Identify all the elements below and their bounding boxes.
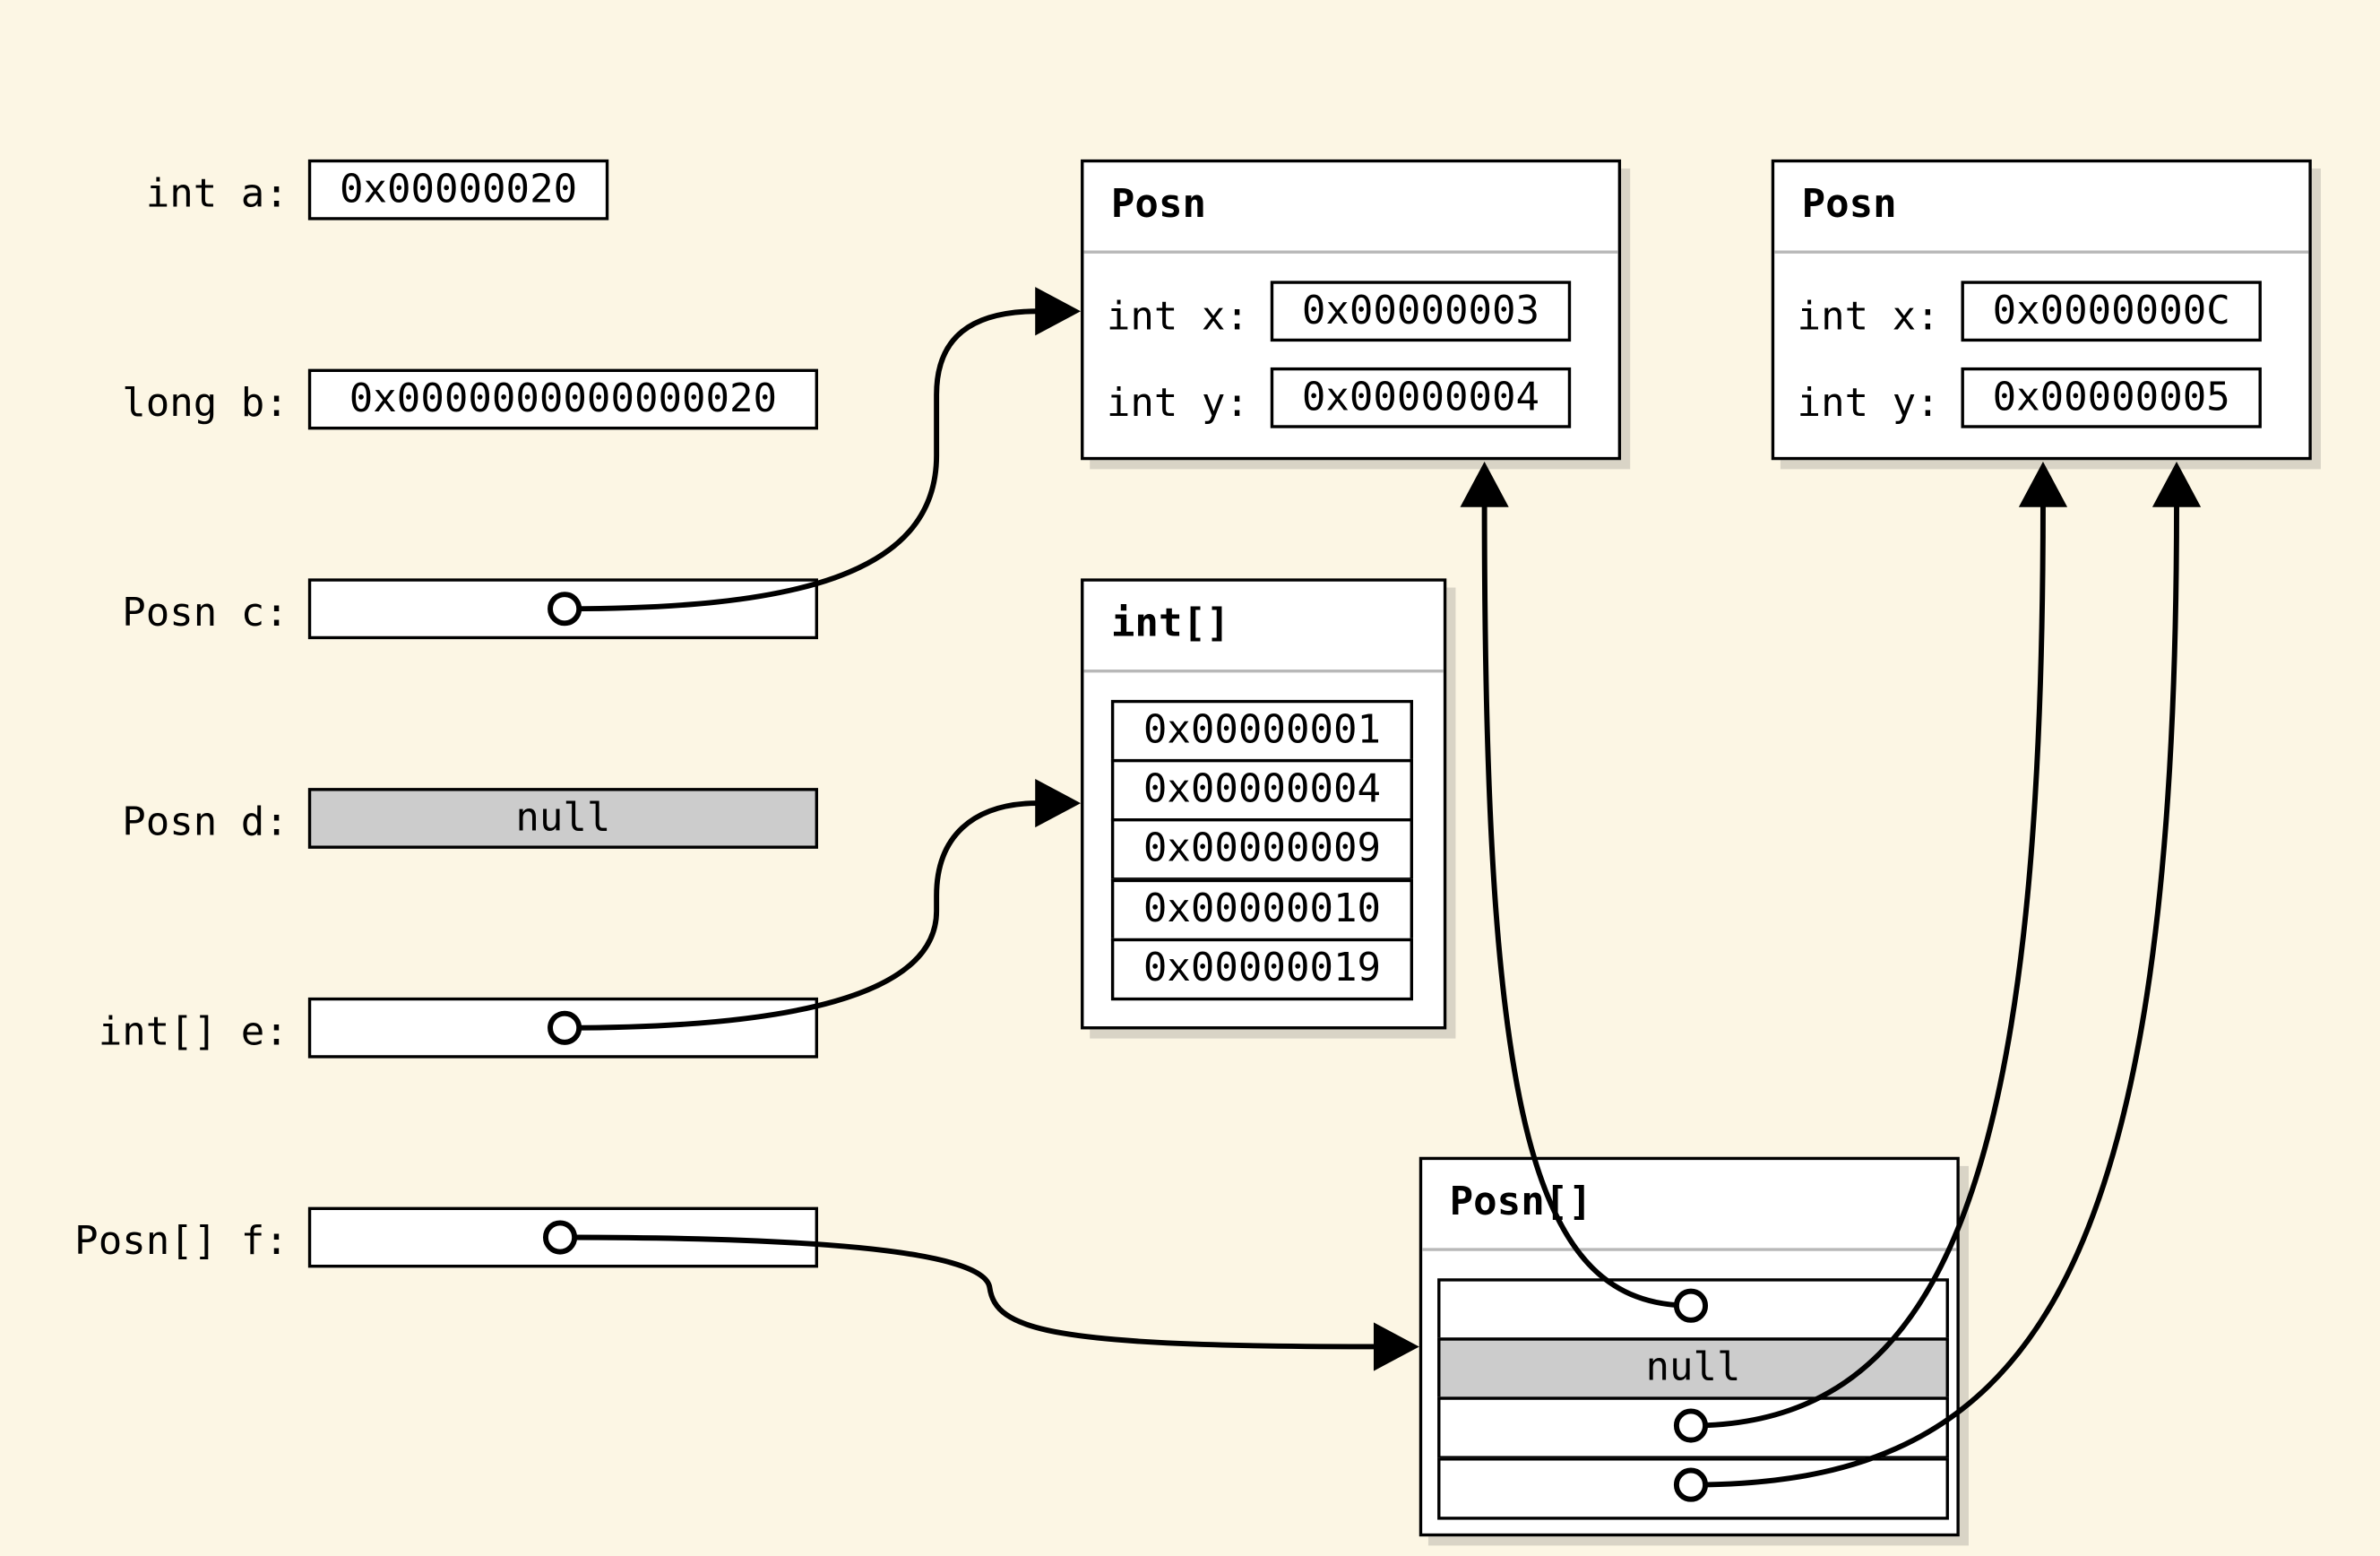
posn-object-2-y-value: 0x00000005: [1961, 367, 2262, 428]
int-array-object: int[] 0x00000001 0x00000004 0x00000009 0…: [1081, 578, 1447, 1030]
posn-object-2-y-label: int y:: [1797, 381, 1940, 427]
arrowhead-posn-1-bottom: [1460, 461, 1509, 507]
posn-object-2-x-label: int x:: [1797, 294, 1940, 341]
int-array-divider: [1083, 670, 1444, 673]
posn-object-2-title: Posn: [1801, 182, 1897, 229]
posn-object-1-y-label: int y:: [1106, 381, 1249, 427]
pointer-origin-posn-array-2: [1673, 1408, 1709, 1443]
var-d-label: Posn d:: [122, 800, 289, 846]
posn-object-2-x-value: 0x0000000C: [1961, 281, 2262, 342]
pointer-origin-posn-array-3: [1673, 1467, 1709, 1502]
posn-array-title: Posn[]: [1449, 1180, 1592, 1225]
posn-object-1-title: Posn: [1110, 182, 1206, 229]
arrowhead-posn-array-left: [1373, 1322, 1419, 1371]
posn-object-2: Posn int x: 0x0000000C int y: 0x00000005: [1771, 159, 2312, 461]
posn-object-1-y-value: 0x00000004: [1270, 367, 1572, 428]
arrowhead-posn-1-left: [1035, 287, 1082, 336]
posn-object-2-divider: [1774, 250, 2309, 254]
int-array-cell-0: 0x00000001: [1110, 699, 1414, 763]
posn-object-1-x-label: int x:: [1106, 294, 1249, 341]
var-f-label: Posn[] f:: [74, 1219, 289, 1266]
pointer-posn-array-3-to-posn-2: [1690, 504, 2179, 1488]
var-a-label: int a:: [145, 171, 289, 218]
pointer-origin-e: [548, 1010, 582, 1045]
var-b-label: long b:: [122, 381, 289, 427]
posn-array-divider: [1422, 1248, 1957, 1251]
arrowhead-int-array-left: [1035, 778, 1082, 828]
posn-object-1-x-value: 0x00000003: [1270, 281, 1572, 342]
pointer-e-to-int-array: [565, 800, 1039, 1031]
arrowhead-posn-2-bottom-a: [2018, 461, 2068, 507]
arrowhead-posn-2-bottom-b: [2151, 461, 2202, 507]
posn-object-1-divider: [1083, 250, 1618, 254]
int-array-title: int[]: [1110, 601, 1230, 647]
int-array-cell-2: 0x00000009: [1110, 818, 1414, 881]
var-d-slot: null: [307, 788, 819, 849]
posn-object-1: Posn int x: 0x00000003 int y: 0x00000004: [1081, 159, 1622, 461]
var-a-slot: 0x00000020: [307, 159, 609, 220]
pointer-c-to-posn-1: [565, 308, 1039, 612]
var-e-label: int[] e:: [98, 1009, 289, 1056]
int-array-cell-4: 0x00000019: [1110, 938, 1414, 1001]
pointer-origin-posn-array-0: [1673, 1288, 1709, 1323]
pointer-posn-array-2-to-posn-2: [1690, 504, 2046, 1429]
pointer-origin-c: [548, 592, 582, 627]
pointer-posn-array-0-to-posn-1: [1481, 504, 1691, 1309]
var-c-label: Posn c:: [122, 590, 289, 636]
pointer-origin-f: [542, 1220, 578, 1255]
var-b-slot: 0x0000000000000020: [307, 368, 819, 430]
pointer-f-to-posn-array: [561, 1234, 1375, 1350]
